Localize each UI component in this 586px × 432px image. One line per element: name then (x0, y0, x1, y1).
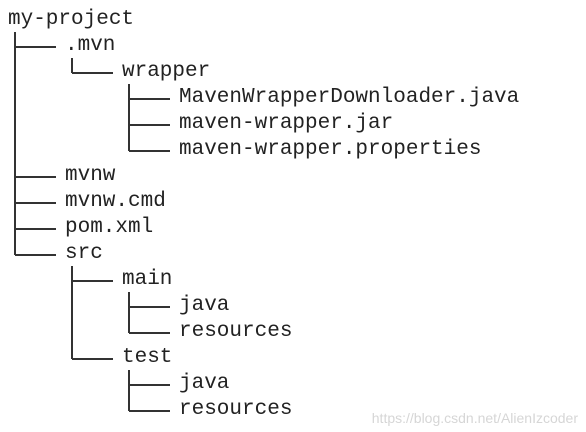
tree-node-label: resources (179, 320, 293, 343)
tree-node-label: test (122, 346, 173, 369)
tree-node-label: resources (179, 398, 293, 421)
tree-node-label: mvnw.cmd (65, 190, 166, 213)
watermark: https://blog.csdn.net/AlienIzcoder (371, 410, 578, 426)
tree-node-label: MavenWrapperDownloader.java (179, 86, 520, 109)
tree-node-label: mvnw (65, 164, 116, 187)
tree-node-label: java (179, 294, 230, 317)
tree-node-label: maven-wrapper.properties (179, 138, 482, 161)
tree-node-label: maven-wrapper.jar (179, 112, 394, 135)
tree-root-label: my-project (8, 8, 135, 31)
tree-node-label: java (179, 372, 230, 395)
tree-node-label: wrapper (122, 60, 211, 83)
tree-node-label: .mvn (65, 34, 116, 57)
tree-node-label: pom.xml (65, 216, 154, 239)
tree-node-label: src (65, 242, 103, 265)
tree-node-label: main (122, 268, 173, 291)
